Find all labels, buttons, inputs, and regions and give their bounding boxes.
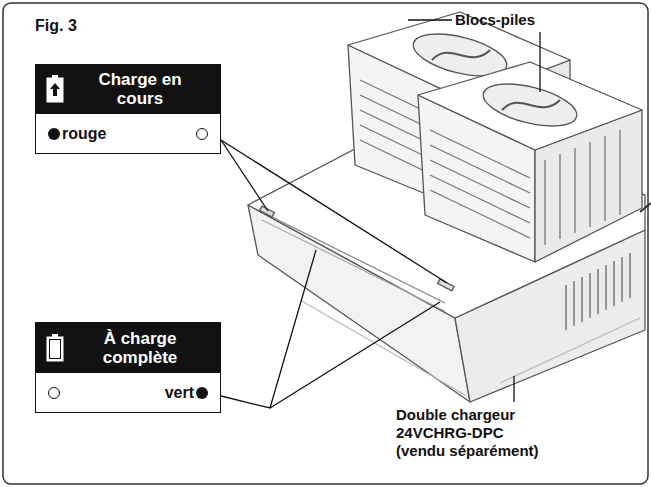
battery-pack <box>418 62 642 262</box>
indicator-group <box>48 387 60 399</box>
indicator-header: À charge complète <box>35 322 221 373</box>
indicator-group: rouge <box>48 125 108 143</box>
lit-led <box>48 128 60 140</box>
indicator-group: vert <box>163 384 208 402</box>
battery-icon <box>45 333 65 363</box>
figure-title: Fig. 3 <box>35 17 77 35</box>
unlit-led <box>196 128 208 140</box>
header-text: À charge complète <box>90 329 190 367</box>
leader-lines <box>221 20 540 408</box>
indicator-body: vert <box>35 373 221 413</box>
indicator-box: À charge complète vert <box>35 322 221 413</box>
dual-charger <box>248 128 651 402</box>
color-name: rouge <box>62 125 106 143</box>
battery-icon <box>45 74 65 104</box>
part-label: Double chargeur 24VCHRG-DPC (vendu sépar… <box>396 406 548 460</box>
header-text-wrap: Charge en cours <box>65 70 215 108</box>
lit-led <box>196 387 208 399</box>
indicator-header: Charge en cours <box>35 64 221 114</box>
header-text: Charge en cours <box>95 70 185 108</box>
indicator-body: rouge <box>35 114 221 154</box>
header-text-wrap: À charge complète <box>65 329 215 367</box>
figure-frame <box>3 3 648 484</box>
indicator-box: Charge en cours rouge <box>35 64 221 154</box>
part-label: Blocs-piles <box>455 11 585 29</box>
color-name: vert <box>165 384 194 402</box>
unlit-led <box>48 387 60 399</box>
indicator-group <box>196 128 208 140</box>
